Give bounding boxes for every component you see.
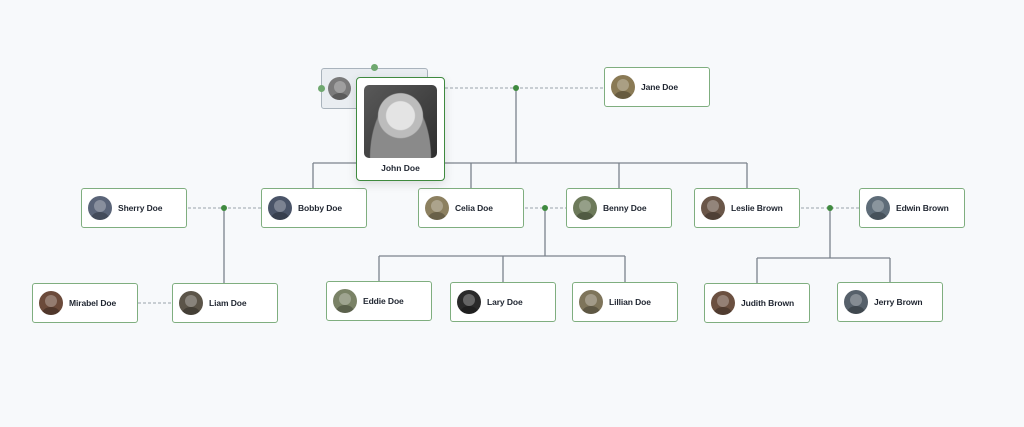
avatar [573,196,597,220]
focused-person-card-john-doe[interactable]: John Doe [356,77,445,181]
person-name: Sherry Doe [118,203,163,213]
avatar [866,196,890,220]
avatar [39,291,63,315]
person-name: Leslie Brown [731,203,783,213]
person-name: Eddie Doe [363,296,404,306]
person-name: Bobby Doe [298,203,342,213]
person-card-bobby-doe[interactable]: Bobby Doe [261,188,367,228]
person-card-celia-doe[interactable]: Celia Doe [418,188,524,228]
avatar [611,75,635,99]
person-name: Celia Doe [455,203,493,213]
avatar [457,290,481,314]
person-card-eddie-doe[interactable]: Eddie Doe [326,281,432,321]
person-card-sherry-doe[interactable]: Sherry Doe [81,188,187,228]
person-card-jerry-brown[interactable]: Jerry Brown [837,282,943,322]
avatar [333,289,357,313]
avatar [268,196,292,220]
person-card-lillian-doe[interactable]: Lillian Doe [572,282,678,322]
person-name: Lillian Doe [609,297,651,307]
person-card-leslie-brown[interactable]: Leslie Brown [694,188,800,228]
person-card-edwin-brown[interactable]: Edwin Brown [859,188,965,228]
avatar [179,291,203,315]
person-name: Mirabel Doe [69,298,117,308]
ghost-handle-left[interactable] [318,85,325,92]
person-name: Jane Doe [641,82,678,92]
person-name: Lary Doe [487,297,523,307]
avatar [579,290,603,314]
person-name: Jerry Brown [874,297,923,307]
person-card-mirabel-doe[interactable]: Mirabel Doe [32,283,138,323]
person-name: Judith Brown [741,298,795,308]
avatar [701,196,725,220]
ghost-handle-top[interactable] [371,64,378,71]
person-card-benny-doe[interactable]: Benny Doe [566,188,672,228]
john-doe-photo [364,85,437,158]
person-name: John Doe [381,163,420,173]
person-card-jane-doe[interactable]: Jane Doe [604,67,710,107]
person-card-liam-doe[interactable]: Liam Doe [172,283,278,323]
person-name: Liam Doe [209,298,247,308]
avatar [425,196,449,220]
avatar [844,290,868,314]
person-name: Edwin Brown [896,203,949,213]
avatar [711,291,735,315]
ghost-avatar [328,77,351,100]
person-name: Benny Doe [603,203,647,213]
person-card-lary-doe[interactable]: Lary Doe [450,282,556,322]
avatar [88,196,112,220]
person-card-judith-brown[interactable]: Judith Brown [704,283,810,323]
